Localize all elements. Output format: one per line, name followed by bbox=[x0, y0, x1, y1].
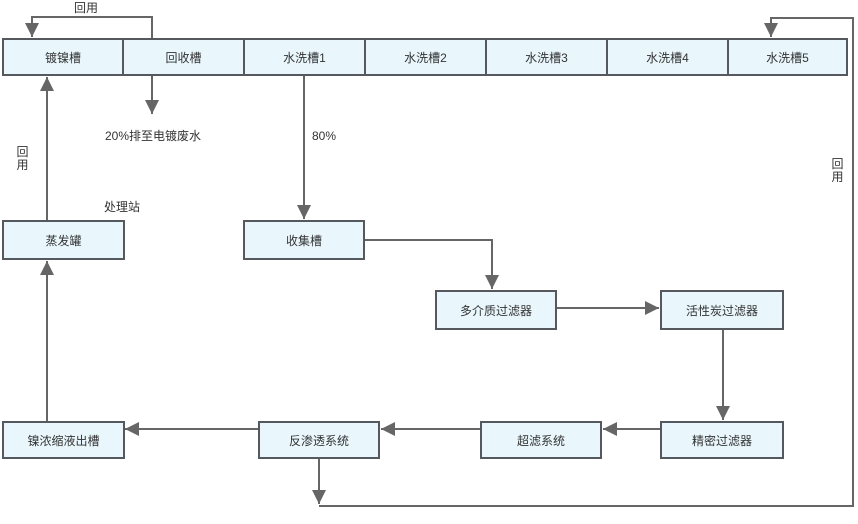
label-reuse-left: 回用 bbox=[16, 145, 29, 172]
edge-collection-to-multimedia bbox=[365, 239, 499, 289]
node-wash-tank-5: 水洗槽5 bbox=[727, 38, 848, 76]
node-recovery-tank: 回收槽 bbox=[122, 38, 245, 76]
node-activated-carbon-filter: 活性炭过滤器 bbox=[660, 290, 784, 330]
edge-recovery-to-plating-reuse bbox=[25, 16, 153, 38]
label-reuse-top: 回用 bbox=[74, 1, 99, 15]
node-wash-tank-1: 水洗槽1 bbox=[243, 38, 366, 76]
node-ultrafiltration-system: 超滤系统 bbox=[480, 421, 602, 459]
node-wash-tank-2: 水洗槽2 bbox=[364, 38, 487, 76]
node-collection-tank: 收集槽 bbox=[243, 220, 365, 260]
node-plating-tank: 镀镍槽 bbox=[2, 38, 124, 76]
node-wash-tank-4: 水洗槽4 bbox=[606, 38, 729, 76]
node-wash-tank-3: 水洗槽3 bbox=[485, 38, 608, 76]
label-treatment-station: 处理站 bbox=[104, 200, 141, 214]
node-multimedia-filter: 多介质过滤器 bbox=[435, 290, 557, 330]
node-precision-filter: 精密过滤器 bbox=[660, 421, 784, 459]
label-discharge-note: 20%排至电镀废水 bbox=[105, 129, 202, 143]
edge-bottom-reuse-to-wash5 bbox=[319, 17, 854, 507]
label-reuse-right: 回用 bbox=[831, 157, 844, 184]
node-reverse-osmosis-system: 反渗透系统 bbox=[258, 421, 380, 459]
node-nickel-concentrate-tank: 镍浓缩液出槽 bbox=[2, 421, 125, 459]
label-split-80: 80% bbox=[312, 129, 337, 143]
node-evaporator: 蒸发罐 bbox=[2, 220, 125, 260]
